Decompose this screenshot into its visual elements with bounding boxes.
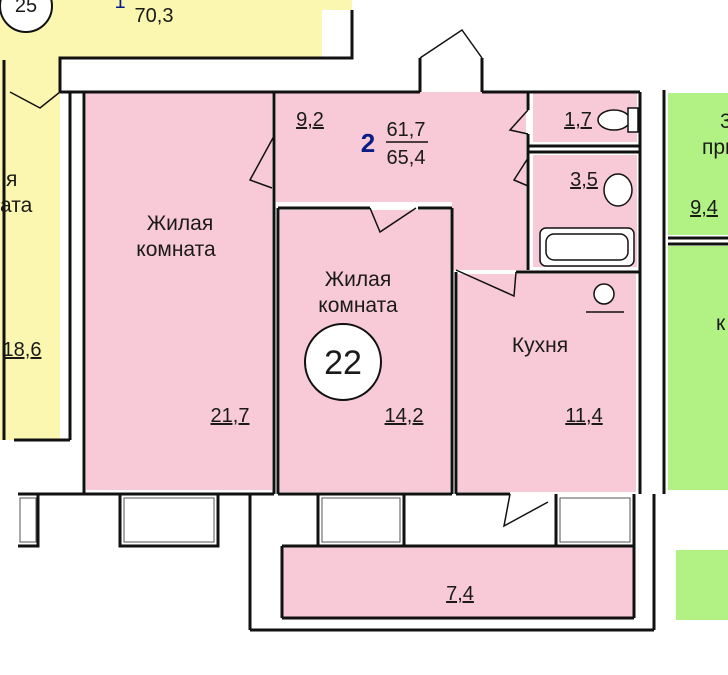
living-room-2-area: 14,2	[385, 405, 424, 427]
walls	[2, 10, 728, 632]
neighbor-left-top-room-count: 1	[114, 0, 125, 13]
loggia-area: 7,4	[446, 583, 474, 605]
fixtures	[539, 107, 639, 313]
apartment-number: 22	[324, 344, 362, 382]
neighbor-right-text-2: при	[702, 136, 728, 159]
hallway-corridor	[452, 202, 526, 270]
loggia	[282, 546, 634, 618]
door-entrance	[419, 28, 483, 59]
neighbor-left-text-2: ата	[0, 194, 33, 217]
living-room-1-area: 21,7	[211, 405, 250, 427]
door-living-room-1	[248, 135, 275, 189]
door-kitchen	[455, 269, 517, 298]
neighbor-right-text-1: 3	[720, 110, 728, 133]
toilet-area: 1,7	[564, 109, 592, 131]
living-room-1	[86, 92, 272, 490]
door-living-room-2	[369, 207, 417, 234]
living-room-1-name-line1: Жилая	[147, 212, 213, 235]
neighbor-left-top-number: 25	[15, 0, 37, 17]
neighbor-left-text-1: я	[6, 168, 17, 191]
hallway-area: 9,2	[296, 109, 324, 131]
neighbor-number-circle	[0, 0, 53, 33]
neighbor-right-unit	[668, 93, 728, 620]
neighbor-left-top-area: 70,3	[135, 5, 174, 27]
living-room-1-name-line2: комната	[136, 238, 216, 261]
neighbor-left-area: 18,6	[3, 339, 42, 361]
living-area: 61,7	[387, 119, 426, 141]
living-room-2-name-line2: комната	[318, 294, 398, 317]
apartment-number-circle	[304, 323, 382, 401]
neighbor-right-bottom-text: к	[716, 312, 726, 335]
door-toilet	[508, 109, 529, 135]
kitchen	[458, 274, 636, 492]
door-bathroom	[512, 157, 529, 187]
neighbor-left-unit	[0, 0, 352, 440]
stove-icon	[593, 283, 615, 305]
hallway	[276, 92, 526, 202]
door-loggia	[502, 493, 549, 528]
doors	[9, 28, 549, 528]
bathroom-area: 3,5	[570, 169, 598, 191]
sink-icon	[603, 173, 633, 207]
kitchen-name: Кухня	[512, 334, 568, 357]
total-area: 65,4	[387, 147, 426, 169]
windows	[19, 497, 631, 543]
labels: Жилая комната 21,7 Жилая комната 14,2 22…	[0, 0, 728, 605]
room-count: 2	[361, 128, 375, 158]
living-room-2-name-line1: Жилая	[325, 268, 391, 291]
kitchen-area: 11,4	[565, 405, 602, 427]
toilet-bowl-icon	[597, 109, 631, 131]
neighbor-right-area: 9,4	[690, 197, 718, 219]
